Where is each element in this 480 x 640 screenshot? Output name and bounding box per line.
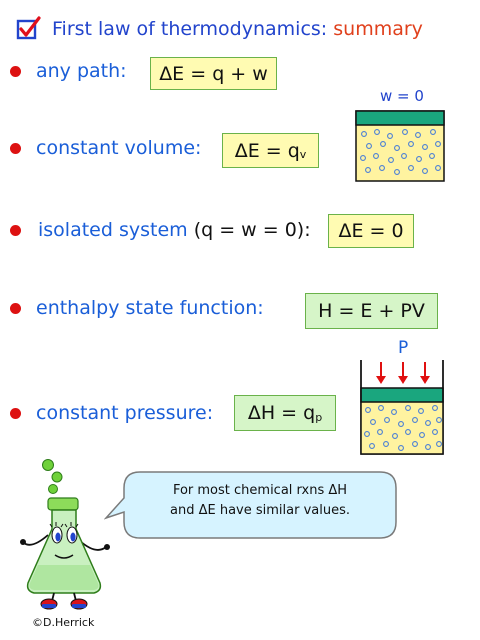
- equation-constant-pressure-sub: p: [315, 410, 323, 424]
- callout-line-2: and ΔE have similar values.: [170, 503, 350, 518]
- equation-isolated-system: ΔE = 0: [338, 220, 404, 242]
- checked-box-icon: [16, 16, 41, 40]
- equation-constant-volume-sub: v: [299, 148, 307, 161]
- row-label-constant-pressure: constant pressure:: [36, 402, 214, 424]
- constant-volume-container: [355, 110, 445, 182]
- pressure-label: P: [398, 338, 409, 358]
- red-dot-icon: [10, 225, 21, 236]
- row-label-any-path: any path:: [36, 60, 127, 82]
- callout-text: For most chemical rxns ΔH and ΔE have si…: [124, 481, 396, 521]
- equation-box-enthalpy: H = E + PV: [305, 293, 438, 329]
- title-main: First law of thermodynamics:: [52, 18, 328, 40]
- red-dot-icon: [10, 408, 21, 419]
- equation-enthalpy: H = E + PV: [318, 300, 425, 322]
- title-row: First law of thermodynamics: summary: [16, 14, 423, 44]
- equation-box-any-path: ΔE = q + w: [150, 57, 277, 90]
- red-dot-icon: [10, 143, 21, 154]
- red-dot-icon: [10, 303, 21, 314]
- flask-mascot-icon: [14, 455, 114, 613]
- red-down-arrow-icon: [376, 362, 430, 384]
- row-label-constant-volume: constant volume:: [36, 137, 202, 159]
- equation-constant-pressure-main: ΔH = q: [247, 402, 316, 424]
- constant-pressure-container: [360, 358, 444, 456]
- row-label-isolated-system: isolated system (q = w = 0):: [38, 219, 311, 241]
- equation-any-path: ΔE = q + w: [159, 62, 268, 85]
- equation-box-isolated-system: ΔE = 0: [328, 214, 414, 248]
- page-title: First law of thermodynamics: summary: [52, 18, 423, 40]
- credit-text: ©D.Herrick: [32, 616, 95, 629]
- equation-constant-volume-main: ΔE = q: [234, 139, 300, 162]
- callout-line-1: For most chemical rxns ΔH: [172, 483, 348, 498]
- row-label-isolated-main: isolated system: [38, 219, 188, 241]
- title-accent: summary: [333, 18, 423, 40]
- speech-bubble: [104, 470, 400, 540]
- row-label-isolated-paren: (q = w = 0):: [193, 219, 311, 241]
- work-zero-label: w = 0: [380, 87, 424, 105]
- red-dot-icon: [10, 66, 21, 77]
- row-label-enthalpy: enthalpy state function:: [36, 297, 264, 319]
